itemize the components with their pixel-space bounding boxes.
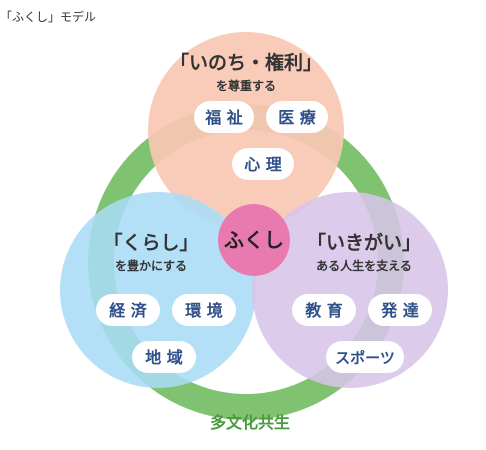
right-title: 「いきがい」 bbox=[307, 231, 421, 254]
top-title: 「いのち・権利」 bbox=[170, 51, 322, 74]
pill-top-1-label: 福 祉 bbox=[204, 108, 243, 127]
pill-left-3: 地 域 bbox=[132, 341, 196, 373]
pill-right-3-label: スポーツ bbox=[335, 349, 395, 367]
pill-top-3: 心 理 bbox=[232, 148, 294, 180]
bottom-label: 多文化共生 bbox=[210, 413, 290, 432]
pill-left-2: 環 境 bbox=[172, 294, 236, 326]
center-circle bbox=[218, 204, 290, 276]
circle-left bbox=[60, 192, 256, 388]
pill-right-1-label: 教 育 bbox=[305, 301, 343, 320]
pill-right-2: 発 達 bbox=[368, 294, 432, 326]
pill-top-3-label: 心 理 bbox=[244, 155, 282, 174]
top-subtitle: を尊重する bbox=[216, 78, 276, 93]
pill-top-2: 医 療 bbox=[266, 101, 328, 133]
pill-right-3: スポーツ bbox=[326, 341, 404, 373]
pill-left-3-label: 地 域 bbox=[145, 348, 183, 367]
pill-left-1: 経 済 bbox=[96, 294, 160, 326]
pill-left-2-label: 環 境 bbox=[185, 301, 223, 320]
left-subtitle: を豊かにする bbox=[115, 258, 187, 273]
pill-top-2-label: 医 療 bbox=[278, 108, 317, 127]
right-subtitle: ある人生を支える bbox=[316, 258, 412, 273]
pill-left-1-label: 経 済 bbox=[109, 301, 148, 320]
pill-right-1: 教 育 bbox=[292, 294, 356, 326]
center-label: ふくし bbox=[224, 228, 284, 252]
pill-top-1: 福 祉 bbox=[194, 101, 254, 133]
pill-right-2-label: 発 達 bbox=[380, 301, 419, 320]
circle-right bbox=[252, 192, 448, 388]
left-title: 「くらし」 bbox=[103, 231, 198, 254]
diagram-caption: 「ふくし」モデル bbox=[0, 10, 97, 24]
